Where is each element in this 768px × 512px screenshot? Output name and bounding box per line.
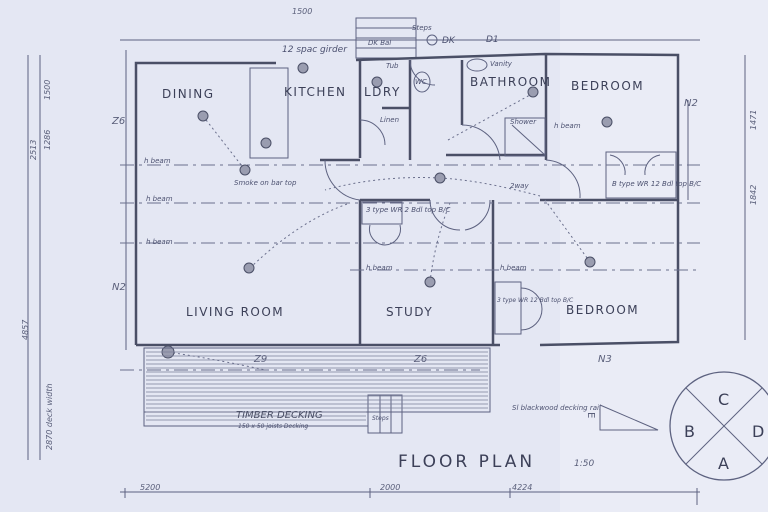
dk-label: DK [442,36,456,46]
exterior-walls [125,50,689,350]
compass-south-label: A [718,454,729,473]
two-way-label: 2way [510,182,529,190]
d1-label: D1 [486,35,499,45]
door-swings [324,59,661,331]
dim-right-top: 1471 [749,110,758,130]
grid-label-n2-right: N2 [684,98,698,109]
deck-spec-note: 150 x 50 joists Decking [238,423,308,430]
shower-label: Shower [510,118,537,126]
vanity-label: Vanity [490,60,513,68]
dim-bottom-1: 5200 [140,483,160,492]
smoke-detector-icon [239,164,251,176]
beam-label-5: h beam [500,264,527,272]
room-label-kitchen: KITCHEN [284,85,347,99]
dim-left-mid: 1286 [43,130,52,150]
light-icon [371,76,383,88]
light-icon [197,110,209,122]
steps-label: Steps [412,24,432,32]
wardrobe-bedroom2-note: 3 type WR 12 Bdl top B/C [497,297,574,304]
room-label-dining: DINING [162,87,215,101]
paper-highlight [560,0,768,512]
wardrobe-study-note: 3 type WR 2 Bdl top B/C [366,206,451,214]
room-label-laundry: LDRY [364,85,401,99]
room-label-study: STUDY [386,305,433,319]
grid-label-n2-left: N2 [112,282,126,293]
compass-north-label: C [718,390,729,409]
drawing-scale: 1:50 [574,459,594,469]
drawing-title: FLOOR PLAN [398,452,535,472]
wc-label: WC [415,78,427,86]
dimension-lines [27,39,746,505]
deck-boards [146,351,488,421]
dim-bottom-3: 4224 [512,483,532,492]
dim-left-mini: 1500 [43,80,52,100]
ceiling-lights [161,62,613,359]
beam-label-6: h beam [554,122,581,130]
beam-label-2: h beam [146,195,173,203]
compass-east-label: D [752,422,764,441]
light-icon [424,276,436,288]
deck-steps-note: Steps [372,415,389,422]
light-icon [527,86,539,98]
light-icon [434,172,446,184]
dim-right-mid: 1842 [749,185,758,205]
grid-label-z9: Z9 [253,354,267,365]
dk-bal-label: DK Bal [368,39,391,47]
dim-left-low: 4857 [21,319,30,340]
beam-label-3: h beam [146,238,173,246]
room-label-deck: TIMBER DECKING [236,410,323,421]
light-icon [260,137,272,149]
light-icon [601,116,613,128]
beam-label-1: h beam [144,157,171,165]
room-label-living-room: LIVING ROOM [186,305,284,319]
wardrobe-bedroom1-note: B type WR 12 Bdl top B/C [612,180,701,188]
wc-icon [413,71,431,93]
electrical-wiring [167,94,591,371]
tub-label: Tub [386,62,399,70]
sleeper-note: Sl blackwood decking rail [512,404,601,412]
dim-top: 1500 [292,7,312,16]
grid-label-n3: N3 [598,354,612,365]
linen-label: Linen [380,116,399,124]
beam-lines [120,164,700,371]
compass-rose-icon [669,371,768,481]
compass-west-label: B [684,422,695,441]
smoke-note: Smoke on bar top [234,179,297,187]
beam-label-4: h beam [366,264,393,272]
dim-left-top: 2513 [29,140,38,160]
basin-icon [466,58,488,72]
section-marker-icon [599,404,659,431]
interior-walls [249,55,678,345]
room-label-bedroom-1: BEDROOM [571,79,644,93]
light-icon [297,62,309,74]
dim-left-note: 2870 deck width [45,383,54,450]
room-label-bathroom: BATHROOM [470,75,551,89]
light-icon [584,256,596,268]
light-icon [243,262,255,274]
dim-bottom-2: 2000 [380,483,400,492]
room-label-bedroom-2: BEDROOM [566,303,639,317]
girder-label: 12 spac girder [282,45,348,55]
dk-marker-icon [426,34,438,46]
grid-label-z6-bottom: Z6 [413,354,427,365]
grid-label-z6: Z6 [111,116,125,127]
section-marker-label: E [585,412,596,418]
